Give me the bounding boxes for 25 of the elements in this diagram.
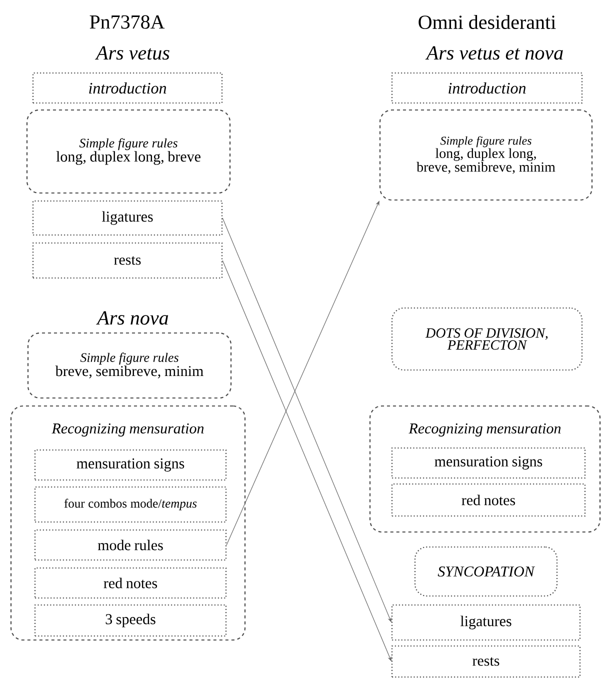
- section-box: mode rules: [34, 529, 227, 561]
- section-box: mensuration signs: [34, 449, 227, 481]
- section-box: 3 speeds: [34, 604, 227, 637]
- section-box: ligatures: [32, 200, 223, 236]
- group-box: Simple figure rules long, duplex long, breve, semibreve, minim: [379, 109, 593, 201]
- section-box: rests: [391, 645, 581, 678]
- section-box: introduction: [32, 72, 223, 104]
- section-box: rests: [32, 242, 223, 279]
- arrow: [222, 218, 392, 622]
- section-box: red notes: [391, 483, 586, 517]
- heading: Ars vetus: [94, 46, 170, 60]
- heading: Pn7378A: [90, 15, 165, 29]
- section-box: red notes: [34, 567, 227, 599]
- topic-box: SYNCOPATION: [414, 546, 558, 597]
- section-box: four combos mode/tempus: [34, 486, 227, 523]
- arrow: [222, 260, 392, 662]
- group-box: Simple figure rules breve, semibreve, minim: [27, 332, 232, 399]
- section-box: ligatures: [391, 604, 581, 641]
- topic-box: DOTS OF DIVISION, PERFECTON: [391, 307, 583, 371]
- heading: Omni desideranti: [418, 14, 556, 30]
- heading: Ars nova: [96, 311, 168, 325]
- heading: Ars vetus et nova: [425, 46, 563, 60]
- group-box: Simple figure rules long, duplex long, breve: [26, 109, 231, 194]
- section-box: mensuration signs: [391, 447, 586, 479]
- section-box: introduction: [391, 72, 583, 104]
